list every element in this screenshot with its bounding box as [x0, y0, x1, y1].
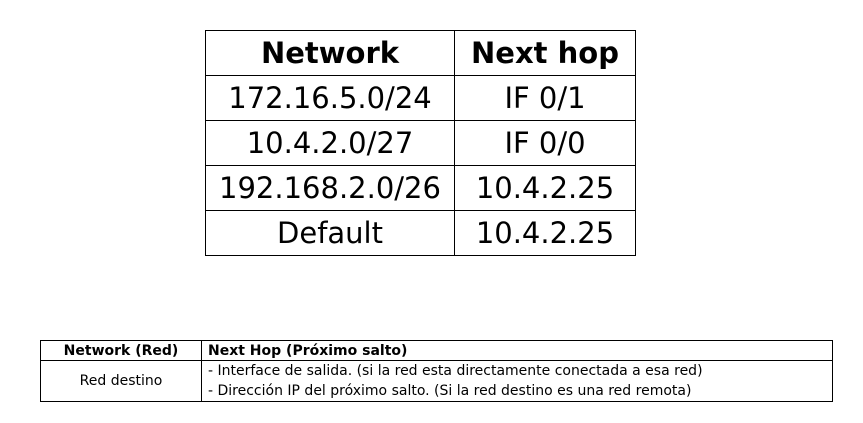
network-cell: Default — [205, 210, 455, 256]
next-hop-column-header: Next hop — [454, 30, 636, 76]
legend-description-line: - Dirección IP del próximo salto. (Si la… — [208, 383, 692, 399]
legend-table-header-row: Network (Red) Next Hop (Próximo salto) — [40, 340, 833, 361]
legend-row: Red destino - Interface de salida. (si l… — [40, 360, 833, 402]
network-cell: 192.168.2.0/26 — [205, 165, 455, 211]
next-hop-cell: 10.4.2.25 — [454, 210, 636, 256]
legend-network-cell: Red destino — [40, 360, 202, 402]
next-hop-cell: 10.4.2.25 — [454, 165, 636, 211]
table-row: 10.4.2.0/27 IF 0/0 — [205, 120, 636, 166]
routing-table: Network Next hop 172.16.5.0/24 IF 0/1 10… — [205, 30, 636, 256]
legend-table: Network (Red) Next Hop (Próximo salto) R… — [40, 340, 833, 402]
network-column-header: Network — [205, 30, 455, 76]
next-hop-cell: IF 0/1 — [454, 75, 636, 121]
network-cell: 172.16.5.0/24 — [205, 75, 455, 121]
table-row: 172.16.5.0/24 IF 0/1 — [205, 75, 636, 121]
table-row: Default 10.4.2.25 — [205, 210, 636, 256]
legend-next-hop-cell: - Interface de salida. (si la red esta d… — [201, 360, 833, 402]
routing-table-header-row: Network Next hop — [205, 30, 636, 76]
network-cell: 10.4.2.0/27 — [205, 120, 455, 166]
legend-description-line: - Interface de salida. (si la red esta d… — [208, 363, 703, 379]
table-row: 192.168.2.0/26 10.4.2.25 — [205, 165, 636, 211]
next-hop-cell: IF 0/0 — [454, 120, 636, 166]
legend-network-header: Network (Red) — [40, 340, 202, 361]
legend-next-hop-header: Next Hop (Próximo salto) — [201, 340, 833, 361]
